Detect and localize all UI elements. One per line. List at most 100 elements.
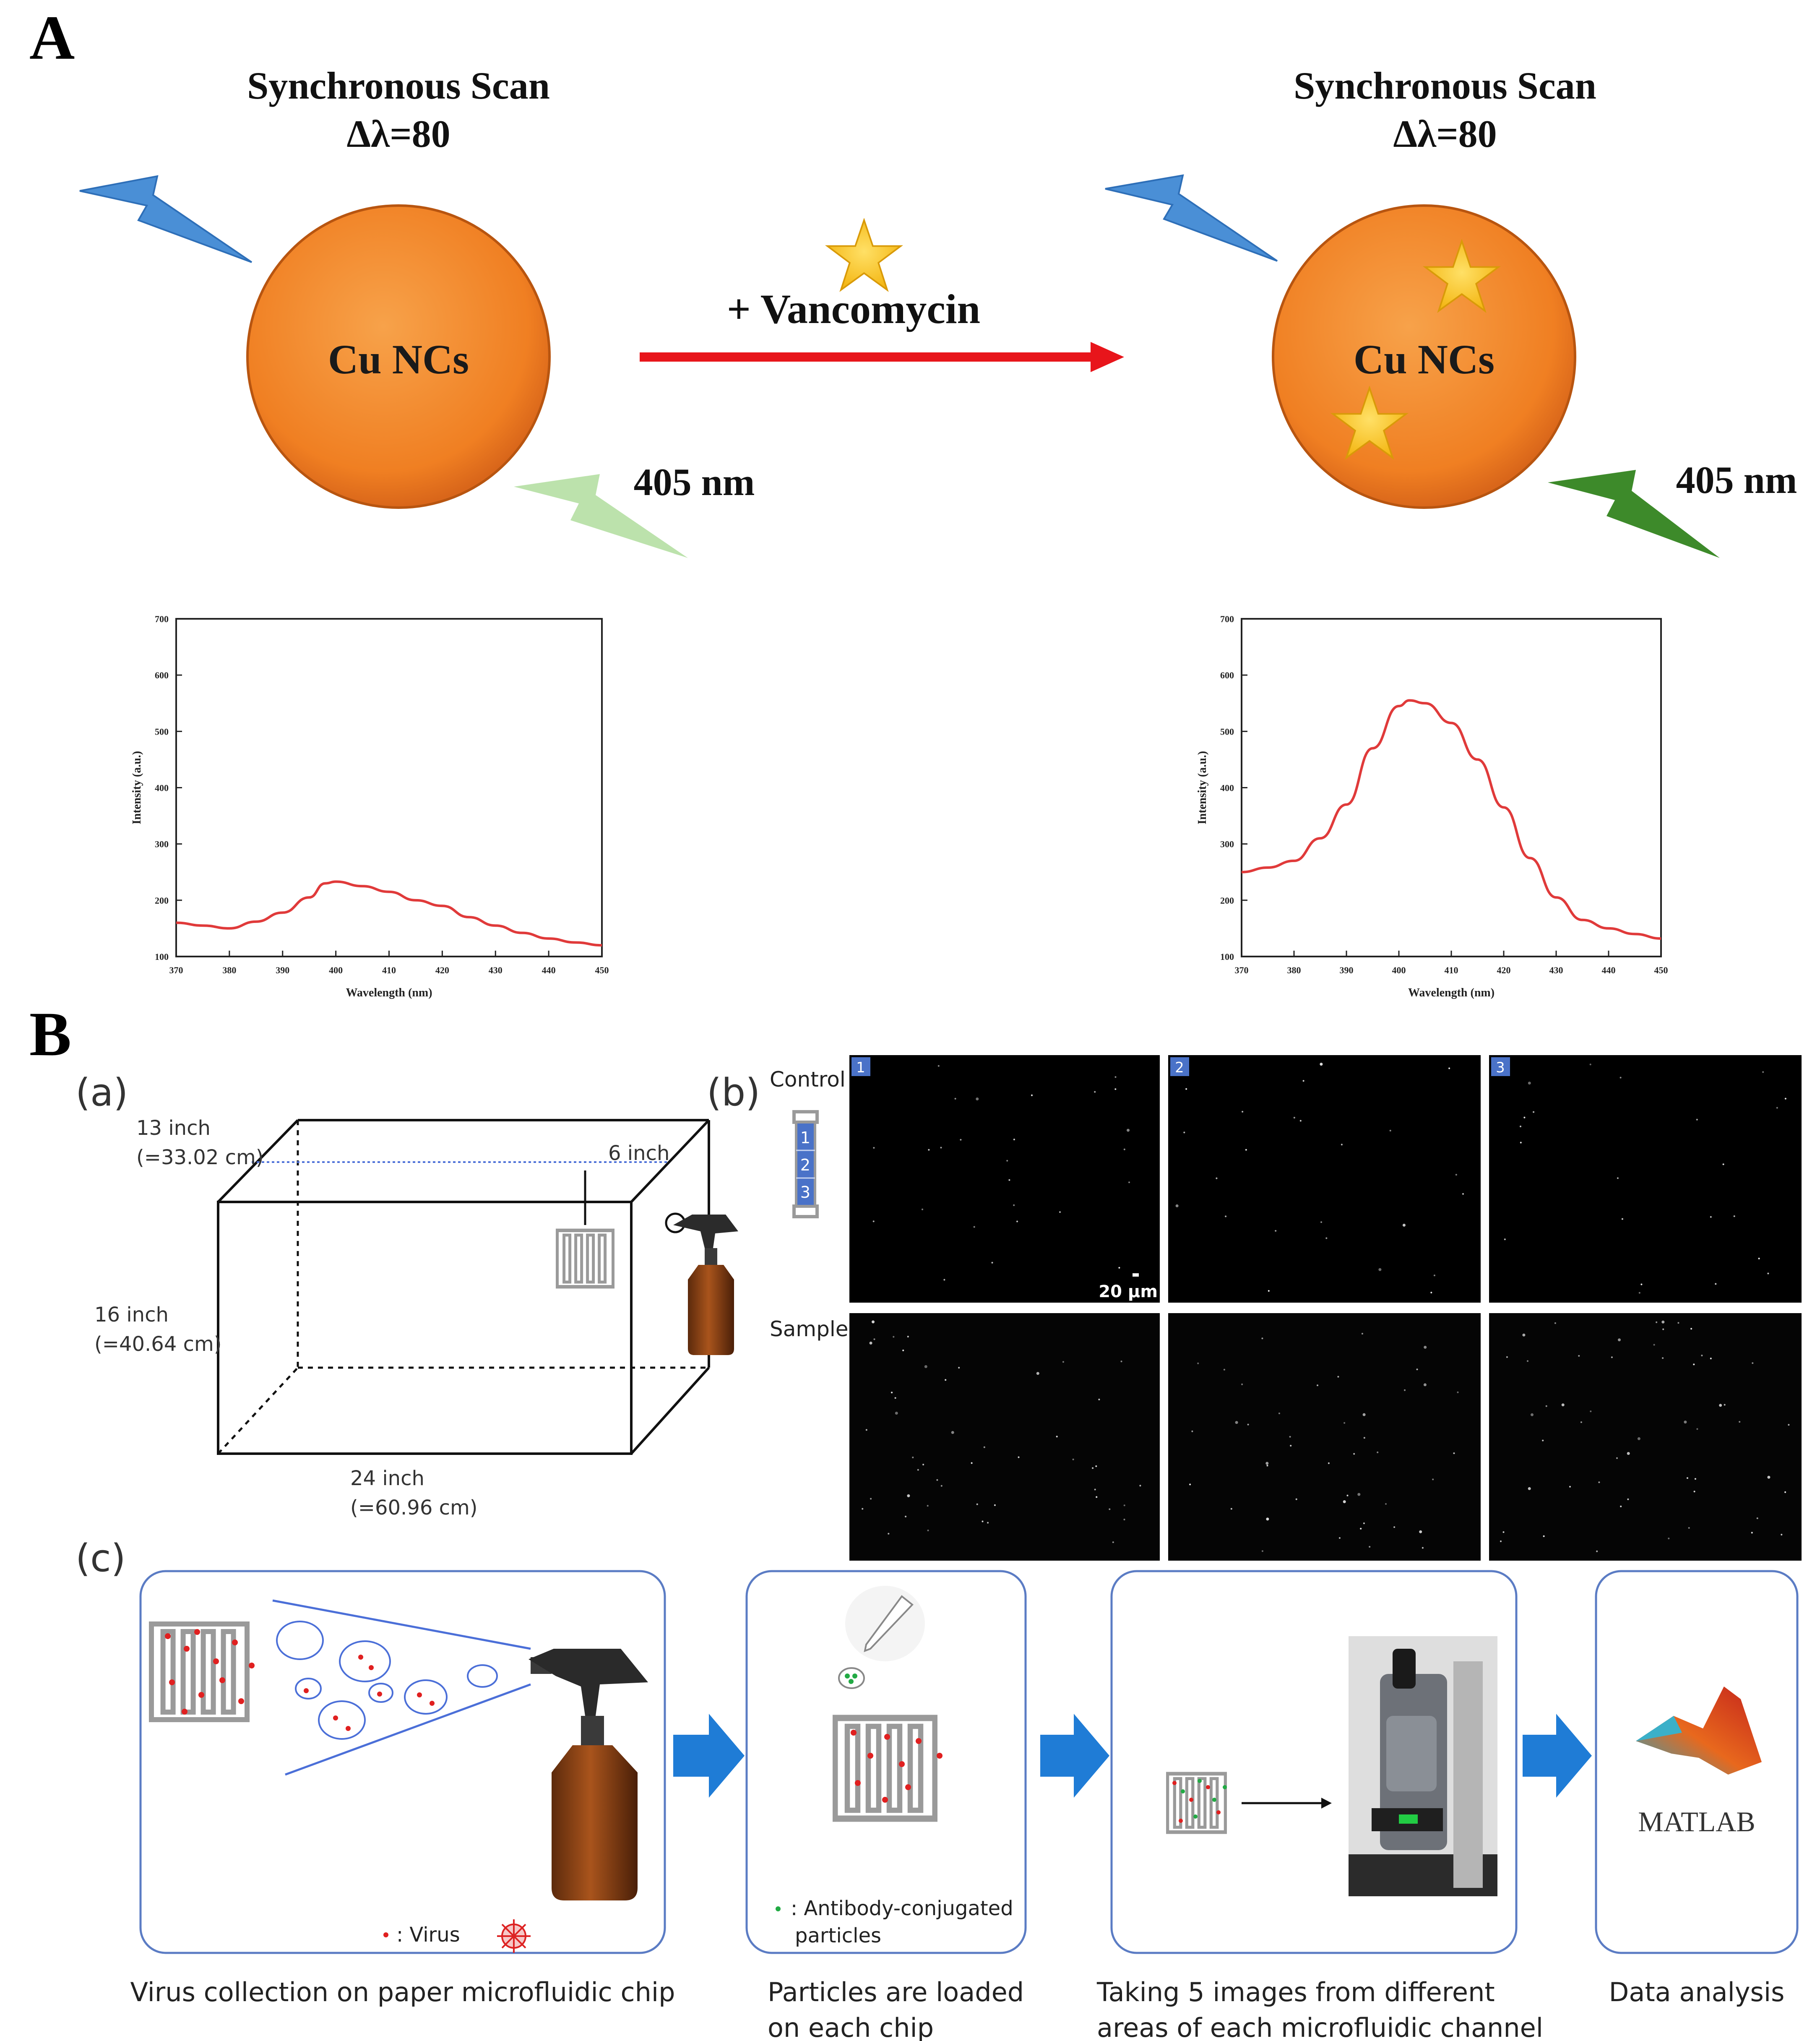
x-tick-label: 440 [542,965,556,975]
y-tick-label: 500 [155,726,169,737]
flow-arrow-2 [1040,1714,1109,1798]
x-tick-label: 390 [1340,965,1354,975]
y-tick-label: 700 [155,614,169,624]
reaction-arrow [640,342,1124,372]
y-tick-label: 100 [1220,951,1234,962]
vancomycin-star-icon [828,220,901,290]
control-row-label: Control [770,1067,846,1092]
width-label: 24 inch [350,1467,424,1490]
x-tick-label: 410 [1445,965,1458,975]
subpanel-b-label: (b) [707,1071,760,1115]
height-label: 16 inch [94,1303,169,1327]
channel-key-number-1: 1 [800,1129,810,1147]
emission-label-right: 405 nm [1676,459,1797,501]
y-tick-label: 200 [1220,895,1234,906]
matlab-logo-text: MATLAB [1638,1806,1755,1838]
x-tick-label: 410 [382,965,396,975]
image-number-1: 1 [856,1059,865,1076]
emission-lightning-icon-left [514,474,688,558]
x-axis-label: Wavelength (nm) [1408,986,1495,999]
flow-arrow-3 [1523,1714,1592,1798]
image-number-3: 3 [1496,1059,1505,1076]
y-axis-label: Intensity (a.u.) [130,751,143,824]
step-2-caption-line1: Particles are loaded [768,1977,1024,2007]
right-scan-title: Synchronous Scan [1294,64,1596,107]
height-cm-label: (=40.64 cm) [94,1332,222,1356]
y-tick-label: 600 [1220,670,1234,680]
depth-cm-label: (=33.02 cm) [136,1146,264,1169]
subpanel-a-label: (a) [76,1071,128,1115]
microscope-image-grid: 1 2 3 20 µm [849,1055,1802,1561]
panel-a-label: A [29,3,75,73]
particles-legend-line1: : Antibody-conjugated [791,1897,1013,1920]
step-1-box [139,1570,666,1954]
x-tick-label: 380 [222,965,236,975]
y-tick-label: 400 [155,783,169,793]
x-tick-label: 440 [1602,965,1616,975]
x-tick-label: 370 [1235,965,1249,975]
control-image-1 [849,1055,1160,1303]
emission-label-left: 405 nm [634,461,755,503]
virus-legend: : Virus [396,1923,460,1947]
matlab-logo-icon [1636,1686,1762,1775]
y-tick-label: 300 [1220,839,1234,850]
cu-ncs-particle-right [1272,204,1576,509]
excitation-lightning-icon-left [79,175,253,263]
channel-key: 1 2 3 [792,1110,819,1218]
panel-b-label: B [29,999,71,1069]
plot-frame [1241,618,1662,957]
offset-label: 6 inch [608,1142,669,1165]
image-number-2: 2 [1175,1059,1184,1076]
step-3-box [1110,1570,1518,1954]
step-4-box [1595,1570,1799,1954]
excitation-lightning-icon-right [1105,174,1278,262]
step-3-caption-line2: areas of each microfluidic channel [1097,2012,1543,2041]
depth-label: 13 inch [136,1116,211,1140]
paper-chip-icon-in-chamber [557,1230,613,1287]
channel-key-number-3: 3 [800,1183,810,1202]
y-tick-label: 100 [155,951,169,962]
step-3-caption-line1: Taking 5 images from different [1096,1977,1495,2007]
flow-arrow-1 [673,1714,745,1798]
x-tick-label: 430 [489,965,503,975]
cu-ncs-label-left: Cu NCs [328,336,469,383]
x-tick-label: 400 [329,965,343,975]
sample-image-2 [1168,1313,1481,1561]
left-scan-title: Synchronous Scan [247,64,550,107]
step-2-caption-line2: on each chip [768,2012,934,2041]
spray-bottle-icon-small [665,1212,738,1355]
pipette-icon [845,1586,925,1661]
scale-bar-label: 20 µm [1099,1282,1158,1301]
right-scan-delta: Δλ=80 [1393,112,1497,155]
left-scan-delta: Δλ=80 [346,112,450,155]
aerosol-droplets [276,1621,498,1740]
y-tick-label: 700 [1220,614,1234,624]
y-tick-label: 500 [1220,726,1234,737]
control-image-2 [1168,1055,1481,1303]
virus-icon [497,1919,531,1953]
cu-ncs-label-right: Cu NCs [1354,336,1495,383]
microscope-device-photo [1349,1636,1497,1896]
step-2-box [745,1570,1027,1954]
x-tick-label: 370 [169,965,183,975]
spray-cone [272,1599,531,1776]
width-cm-label: (=60.96 cm) [350,1496,478,1520]
x-tick-label: 390 [276,965,289,975]
emission-lightning-icon-right [1548,470,1720,558]
particles-legend-line2: particles [795,1924,881,1947]
step-4-caption: Data analysis [1609,1977,1785,2007]
particle-droplet-icon [838,1667,865,1689]
y-tick-label: 300 [155,839,169,850]
control-image-3 [1489,1055,1802,1303]
sample-image-1 [849,1313,1160,1561]
scale-bar [1133,1273,1139,1277]
x-tick-label: 420 [435,965,449,975]
x-tick-label: 420 [1497,965,1511,975]
step-1-caption: Virus collection on paper microfluidic c… [130,1977,675,2007]
x-tick-label: 450 [1654,965,1668,975]
spectrum-line [176,880,602,947]
paper-chip-icon-step2 [835,1718,935,1819]
